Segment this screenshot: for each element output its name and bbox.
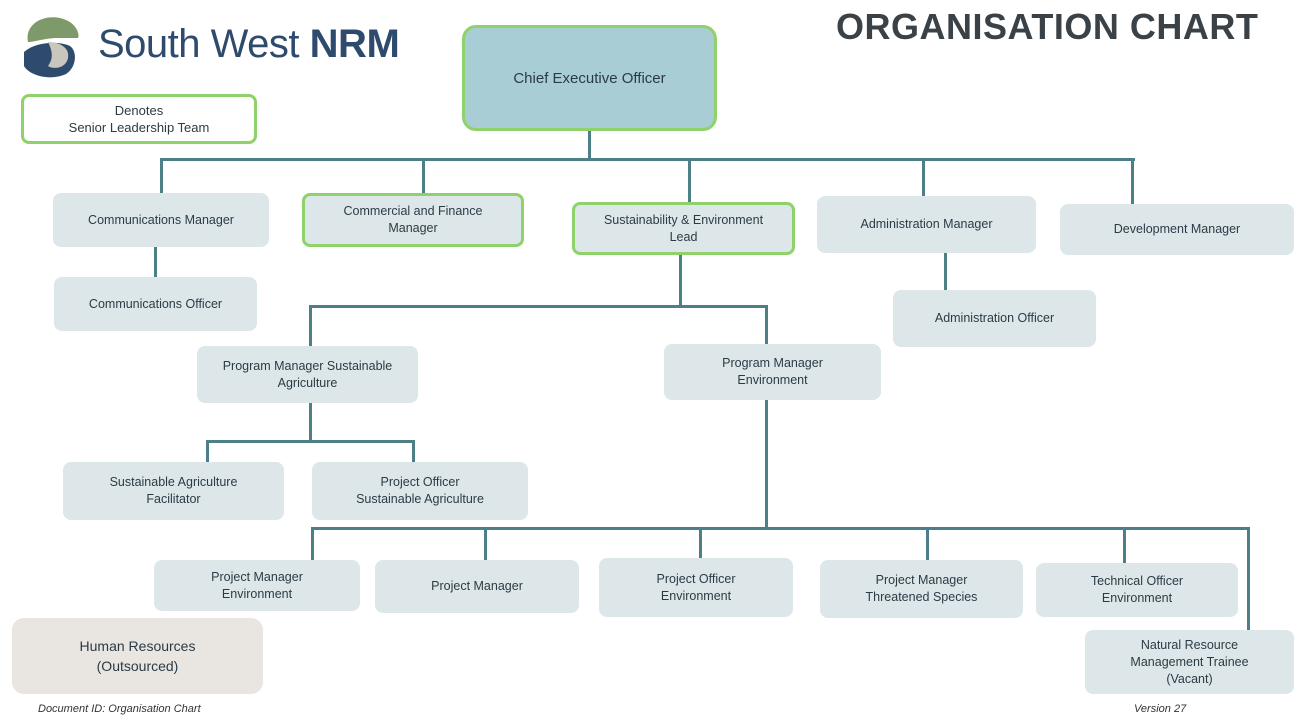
node-natural-resource-management-trainee: Natural Resource Management Trainee (Vac…	[1085, 630, 1294, 694]
node-label-line-2: Sustainable Agriculture	[356, 492, 484, 506]
node-label-line-1: Sustainability & Environment	[603, 212, 764, 227]
connector	[311, 527, 314, 561]
node-label-line-2: Threatened Species	[865, 590, 978, 604]
node-label-line-1: Project Manager	[875, 573, 968, 587]
node-label: Administration Officer	[934, 311, 1055, 325]
node-label: Administration Manager	[860, 217, 993, 231]
node-label-line-2: Lead	[669, 229, 698, 244]
node-label-line-2: Management Trainee	[1130, 654, 1249, 669]
logo-icon	[24, 17, 79, 78]
node-chief-executive-officer: Chief Executive Officer	[462, 25, 717, 131]
connector	[206, 440, 415, 443]
node-label-line-2: Facilitator	[146, 492, 201, 506]
legend-line-1: Denotes	[114, 103, 164, 118]
node-commercial-finance-manager: Commercial and Finance Manager	[302, 193, 524, 247]
node-development-manager: Development Manager	[1060, 204, 1294, 255]
connector	[926, 527, 929, 561]
node-label-line-1: Program Manager	[722, 356, 823, 370]
node-label: Communications Manager	[88, 212, 234, 227]
node-label: Chief Executive Officer	[513, 69, 666, 87]
node-project-officer-environment: Project Officer Environment	[599, 558, 793, 617]
node-project-officer-sustainable-agriculture: Project Officer Sustainable Agriculture	[312, 462, 528, 520]
node-program-manager-environment: Program Manager Environment	[664, 344, 881, 400]
connector	[1123, 527, 1126, 564]
connector	[311, 527, 1250, 530]
connector	[1131, 158, 1134, 204]
connector	[412, 440, 415, 463]
node-sustainable-agriculture-facilitator: Sustainable Agriculture Facilitator	[63, 462, 284, 520]
connector	[154, 246, 157, 278]
connector	[309, 402, 312, 442]
node-communications-officer: Communications Officer	[54, 277, 257, 331]
node-label-line-2: Environment	[221, 586, 293, 601]
connector	[422, 158, 425, 194]
connector	[922, 158, 925, 196]
node-label: Communications Officer	[88, 296, 223, 311]
node-label-line-1: Project Manager	[211, 569, 303, 584]
connector	[160, 158, 163, 194]
connector	[588, 130, 591, 160]
node-label-line-1: Commercial and Finance	[343, 204, 483, 218]
node-label-line-3: (Vacant)	[1166, 671, 1213, 686]
connector	[160, 158, 1135, 161]
node-communications-manager: Communications Manager	[53, 193, 269, 247]
connector	[206, 440, 209, 463]
connector	[699, 527, 702, 559]
node-label-line-1: Project Officer	[380, 475, 460, 489]
node-label-line-2: Manager	[388, 221, 438, 235]
node-project-manager-threatened-species: Project Manager Threatened Species	[820, 560, 1023, 618]
connector	[944, 253, 947, 291]
node-label-line-1: Project Officer	[656, 571, 736, 586]
version-label: Version 27	[1134, 703, 1187, 715]
node-administration-officer: Administration Officer	[893, 290, 1096, 347]
node-label-line-2: Agriculture	[277, 375, 338, 390]
node-label-line-2: Environment	[660, 588, 732, 603]
node-label-line-2: Environment	[1101, 591, 1173, 605]
connector	[765, 399, 768, 529]
node-program-manager-sustainable-agriculture: Program Manager Sustainable Agriculture	[197, 346, 418, 403]
logo-text-bold: NRM	[309, 22, 400, 66]
logo-text-regular: South West	[98, 22, 300, 66]
node-label-line-1: Technical Officer	[1090, 574, 1184, 588]
connector	[484, 527, 487, 561]
node-label-line-1: Human Resources	[79, 638, 196, 654]
connector	[309, 305, 312, 347]
legend-box: Denotes Senior Leadership Team	[21, 94, 257, 144]
node-technical-officer-environment: Technical Officer Environment	[1036, 563, 1238, 617]
connector	[309, 305, 768, 308]
node-label-line-1: Program Manager Sustainable	[222, 358, 393, 373]
node-administration-manager: Administration Manager	[817, 196, 1036, 253]
logo-text: South West NRM	[98, 22, 400, 67]
connector	[1247, 527, 1250, 631]
legend-line-2: Senior Leadership Team	[68, 120, 210, 135]
node-label-line-2: (Outsourced)	[96, 658, 179, 674]
node-project-manager-environment: Project Manager Environment	[154, 560, 360, 611]
node-human-resources: Human Resources (Outsourced)	[12, 618, 263, 694]
connector	[765, 305, 768, 345]
page-title: ORGANISATION CHART	[836, 6, 1259, 47]
node-project-manager: Project Manager	[375, 560, 579, 613]
document-id: Document ID: Organisation Chart	[38, 703, 201, 715]
connector	[688, 158, 691, 204]
node-label-line-1: Sustainable Agriculture	[109, 475, 238, 489]
node-label-line-2: Environment	[737, 373, 808, 387]
node-label: Development Manager	[1113, 222, 1241, 236]
node-label: Project Manager	[431, 579, 523, 593]
node-sustainability-environment-lead: Sustainability & Environment Lead	[572, 202, 795, 255]
connector	[679, 254, 682, 307]
node-label-line-1: Natural Resource	[1140, 637, 1239, 652]
